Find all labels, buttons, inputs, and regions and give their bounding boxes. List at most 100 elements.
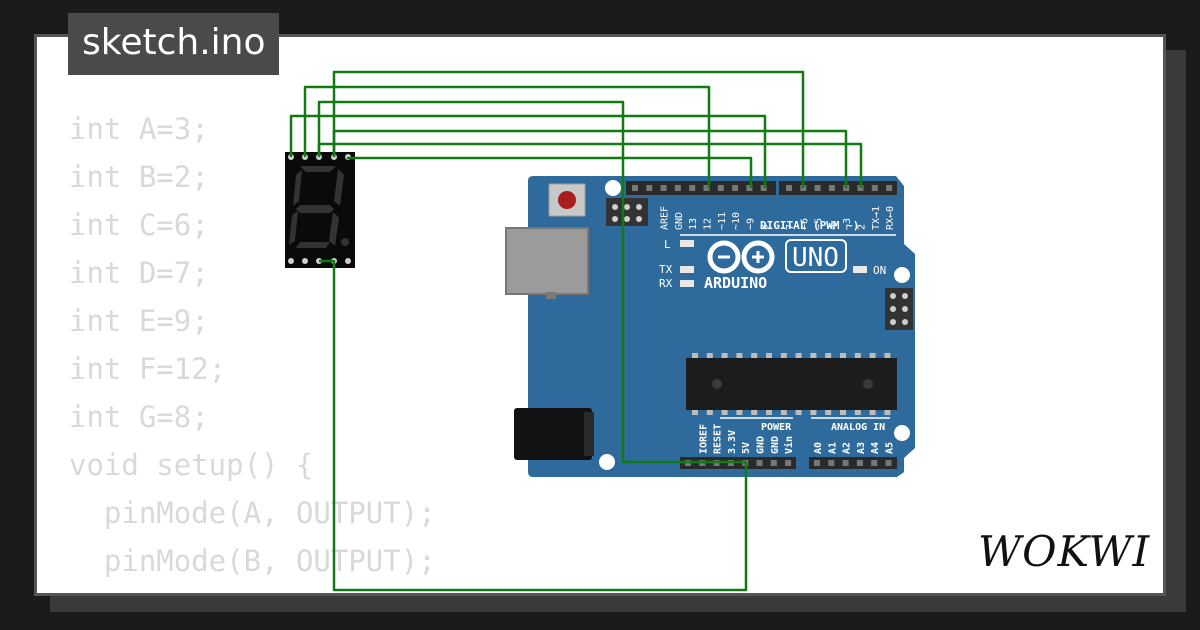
led-on-label: ON [873,264,886,277]
header-pin[interactable] [756,460,763,466]
header-pin[interactable] [885,460,892,466]
file-tab[interactable]: sketch.ino [68,13,280,75]
chip-pin [840,353,846,359]
usb-connector [505,227,589,295]
header-pin-label: RESET [713,424,724,454]
chip-pin [780,353,787,359]
header-pin[interactable] [732,185,739,191]
code-line: int E=9; [69,304,209,338]
digital-label: DIGITAL (PWM ~) [760,219,859,232]
header-pin[interactable] [689,185,696,191]
chip-pin [869,409,876,415]
wire-segment-f[interactable] [303,85,711,188]
icsp-header-top [606,198,648,226]
arduino-logo-symbols [718,251,764,263]
wire-segment-d[interactable] [319,259,748,592]
digital-header [626,181,897,195]
header-pin-label: ~11 [717,212,728,230]
header-pin[interactable] [760,185,767,191]
chip-pin [736,353,743,359]
header-pin-label: GND [756,436,767,454]
chip-pin [780,409,787,415]
led-rx-label: RX [659,277,673,290]
header-pin[interactable] [886,185,893,191]
led-tx-label: TX [659,263,673,276]
header-pin[interactable] [632,185,638,191]
code-line: int B=2; [69,160,209,194]
chip-pin [721,409,728,415]
header-pin-label: 7 [785,224,796,230]
code-line: void setup() { [69,448,314,482]
code-line: pinMode(B, OUTPUT); [69,544,436,578]
chip-pin [692,409,698,415]
arduino-infinity-logo [707,240,775,274]
header-pin[interactable] [746,185,753,191]
header-pin-label: 3.3V [727,430,738,454]
chip-pin [721,353,728,359]
header-pin[interactable] [842,460,849,466]
header-pin[interactable] [770,460,777,466]
mounting-hole [599,454,615,470]
chip-pin [854,409,861,415]
mounting-hole [894,267,910,283]
header-pin[interactable] [856,460,863,466]
code-editor[interactable]: int A=3;int B=2;int C=6;int D=7;int E=9;… [69,105,436,593]
header-pin[interactable] [785,460,792,466]
chip-pin [751,353,758,359]
usb-tab [546,292,556,299]
chip-pin [766,353,772,359]
code-line: int G=8; [69,400,209,434]
chip-pin [884,409,891,415]
code-line: int F=12; [69,352,227,386]
header-pin-label: Vin [783,436,795,454]
header-pin[interactable] [871,460,878,466]
header-pin-label: GND [674,212,685,230]
header-pin[interactable] [646,185,653,191]
chip-pin [795,353,802,359]
header-pin[interactable] [717,185,724,191]
wire-segment-g[interactable] [346,156,753,188]
code-line: pinMode(A, OUTPUT); [69,496,436,530]
wokwi-logo: WOKWI [978,527,1151,576]
header-pin-label: A0 [813,442,824,454]
header-pin-label: 4 [828,224,839,230]
chip-pin [692,353,698,359]
seven-segment-display[interactable] [285,152,355,268]
header-pin[interactable] [814,460,820,466]
uno-badge [785,239,847,273]
chip-pin [840,409,846,415]
header-pin[interactable] [871,185,878,191]
chip-pin [884,353,891,359]
header-pin-label: GND [770,436,781,454]
header-pin[interactable] [828,185,835,191]
header-pin-label: A5 [885,442,896,454]
chip-pin [706,409,713,415]
header-pin-label: ~10 [731,212,742,230]
code-line: int C=6; [69,208,209,242]
header-pin[interactable] [786,185,792,191]
wire-segment-e[interactable] [289,114,767,188]
led-on [853,266,867,273]
chip-pin [706,353,713,359]
header-pin[interactable] [674,185,681,191]
power-jack-rim [584,412,594,456]
header-pin-label: AREF [660,206,671,230]
header-pin[interactable] [703,185,710,191]
chip-pin [751,409,758,415]
wires[interactable] [289,70,863,592]
power-jack [514,408,592,460]
header-pin[interactable] [814,185,821,191]
header-pin-label: A3 [856,442,867,454]
led-l [680,240,694,247]
header-pin[interactable] [828,460,835,466]
reset-button-cap[interactable] [558,191,576,209]
wire-segment-c[interactable] [317,142,863,188]
header-pin[interactable] [660,185,667,191]
chip-pin [825,353,832,359]
chip-pin [854,353,861,359]
wire-common[interactable] [317,100,746,464]
chip-pin [825,409,832,415]
